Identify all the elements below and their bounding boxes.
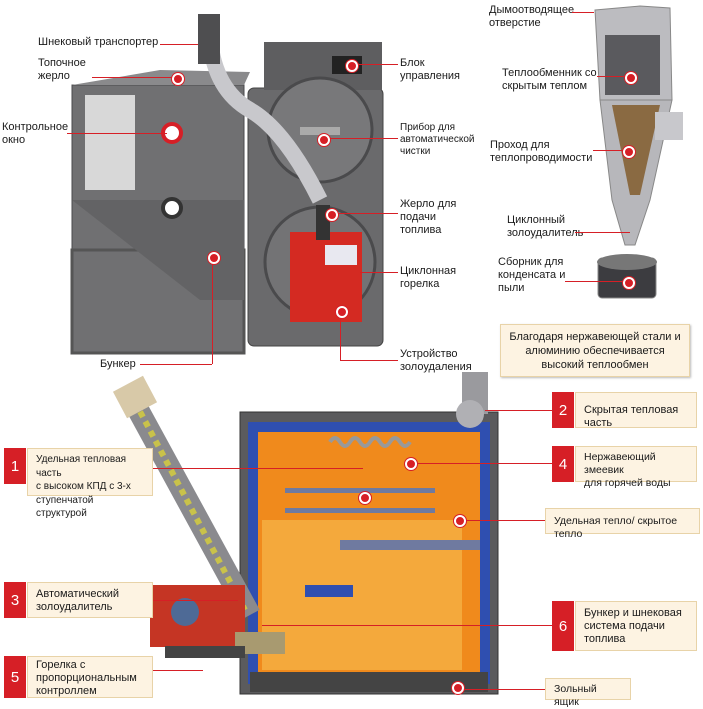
callout-text-2: Скрытая тепловая часть <box>575 392 697 429</box>
label-condensate: Сборник для конденсата и пыли <box>498 256 566 294</box>
leader-2 <box>485 410 552 411</box>
dot-hopper <box>208 252 220 264</box>
dot-4 <box>405 458 417 470</box>
callout-text-1: Удельная тепловая часть с высоком КПД с … <box>27 448 153 519</box>
label-smoke-outlet: Дымоотводящее отверстие <box>489 4 575 29</box>
dot-ash-removal <box>336 306 348 318</box>
lower-port <box>161 197 183 219</box>
leader-smoke-outlet <box>572 12 594 13</box>
label-cyclone-ash: Циклонный золоудалитель <box>507 214 584 239</box>
leader-heat-exchanger <box>597 76 629 77</box>
label-heat-exchanger: Теплообменник со скрытым теплом <box>502 67 597 92</box>
callout-num-4: 4 <box>552 446 574 482</box>
label-control-block: Блок управления <box>400 57 460 82</box>
condensate-top <box>597 254 657 270</box>
heat-exchanger-core <box>605 35 660 95</box>
leader-heat-passage <box>593 150 627 151</box>
label-fuel-feed: Жерло для подачи топлива <box>400 198 457 236</box>
leader-control-window <box>67 133 167 134</box>
label-specific-heat: Удельная тепло/ скрытое тепло <box>545 508 700 540</box>
label-ash-box: Зольный ящик <box>545 678 631 708</box>
leader-furnace-mouth <box>92 77 174 78</box>
leader-ash-box <box>460 689 545 690</box>
baffle-3 <box>340 540 480 550</box>
dot-fuel-feed <box>326 209 338 221</box>
hopper-label-plate <box>85 95 135 190</box>
inner-plate <box>305 585 353 597</box>
label-cyclone-burner: Циклонная горелка <box>400 265 457 290</box>
leader-5 <box>153 670 203 671</box>
dot-furnace-mouth <box>172 73 184 85</box>
chimney-elbow <box>456 400 484 428</box>
leader-specific-heat <box>462 520 545 521</box>
ash-box <box>250 672 488 692</box>
leader-condensate <box>565 281 627 282</box>
callout-num-3: 3 <box>4 582 26 618</box>
callout-num-5: 5 <box>4 656 26 698</box>
dot-ash-box <box>452 682 464 694</box>
leader-cyclone-ash <box>575 232 630 233</box>
callout-num-6: 6 <box>552 601 574 651</box>
leader-screw-conveyor <box>160 44 198 45</box>
dot-heat-passage <box>623 146 635 158</box>
leader-3 <box>153 600 238 601</box>
label-hopper: Бункер <box>100 358 136 370</box>
hopper-slant <box>72 200 244 300</box>
label-furnace-mouth: Топочное жерло <box>38 57 86 82</box>
dot-heat-exchanger <box>625 72 637 84</box>
label-ash-removal: Устройство золоудаления <box>400 348 472 373</box>
callout-text-6: Бункер и шнековая система подачи топлива <box>575 601 697 651</box>
callout-num-1: 1 <box>4 448 26 484</box>
leader-ash-removal-v <box>340 312 341 360</box>
cyclone-side-pipe <box>655 112 683 140</box>
label-auto-cleaning: Прибор для автоматической чистки <box>400 122 475 157</box>
leader-cyclone-burner <box>360 272 398 273</box>
conveyor-pipe <box>202 39 328 204</box>
dot-auto-cleaning <box>318 134 330 146</box>
label-heat-passage: Проход для теплопроводимости <box>490 139 593 164</box>
callout-text-4: Нержавеющий змеевик для горячей воды <box>575 446 697 489</box>
hopper-cap <box>112 375 158 419</box>
leader-fuel-feed <box>330 213 398 214</box>
label-control-window: Контрольное окно <box>2 121 69 146</box>
leader-auto-cleaning <box>324 138 398 139</box>
coil <box>328 436 412 448</box>
leader-hopper <box>140 364 212 365</box>
upper-door-handle <box>300 127 340 135</box>
leader-hopper-v <box>212 260 213 364</box>
label-screw-conveyor: Шнековый транспортер <box>38 36 159 48</box>
burner-tube <box>235 632 285 654</box>
info-box-heat-exchange: Благодаря нержавеющей стали и алюминию о… <box>500 324 690 377</box>
dot-specific-heat <box>454 515 466 527</box>
cyclone-inner <box>612 105 660 195</box>
callout-num-2: 2 <box>552 392 574 428</box>
leader-6 <box>262 625 552 626</box>
fan <box>171 598 199 626</box>
baffle-2 <box>285 508 435 513</box>
callout-text-3: Автоматический золоудалитель <box>27 582 153 618</box>
burner-label <box>325 245 357 265</box>
baffle-1 <box>285 488 435 493</box>
burner-base <box>165 646 245 658</box>
dot-1 <box>359 492 371 504</box>
dot-control-block <box>346 60 358 72</box>
leader-1 <box>153 468 363 469</box>
dot-condensate <box>623 277 635 289</box>
leader-control-block <box>350 64 398 65</box>
leader-ash-removal <box>340 360 398 361</box>
motor <box>198 14 220 64</box>
leader-4 <box>412 463 552 464</box>
callout-text-5: Горелка с пропорциональным контроллем <box>27 656 153 698</box>
